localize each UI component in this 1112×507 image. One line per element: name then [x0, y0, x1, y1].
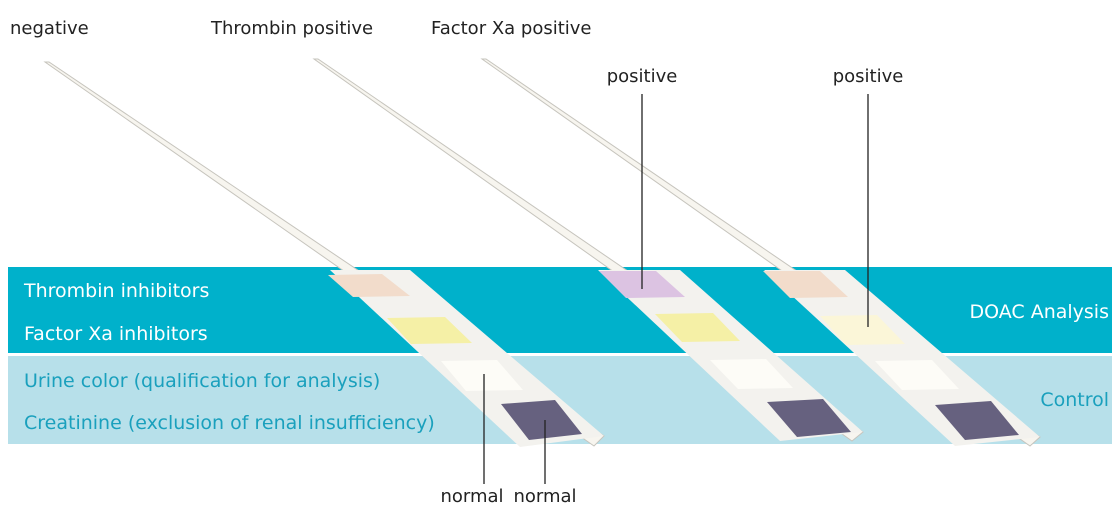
pad-urine-color	[710, 359, 793, 389]
control-band-title: Control	[1040, 389, 1109, 411]
strip-factor-xa-positive	[480, 58, 1041, 447]
pad-factor-xa	[387, 317, 472, 344]
strip-negative	[43, 61, 605, 447]
doac-row-thrombin-inhibitors: Thrombin inhibitors	[23, 280, 209, 302]
control-row-creatinine: Creatinine (exclusion of renal insuffici…	[24, 412, 435, 434]
strip-base	[764, 270, 1040, 446]
pad-creatinine	[935, 401, 1019, 440]
pad-thrombin	[763, 271, 848, 298]
label-positive-2: positive	[833, 66, 904, 87]
pad-creatinine	[767, 399, 851, 437]
pad-factor-xa	[655, 313, 740, 342]
label-factor-xa-positive: Factor Xa positive	[431, 18, 592, 39]
pad-thrombin	[328, 274, 410, 297]
label-positive-1: positive	[607, 66, 678, 87]
label-thrombin-positive: Thrombin positive	[210, 18, 373, 39]
pad-factor-xa	[820, 315, 905, 345]
control-row-urine-color: Urine color (qualification for analysis)	[24, 370, 380, 392]
strip-base	[598, 270, 863, 441]
doac-row-factor-xa-inhibitors: Factor Xa inhibitors	[24, 323, 208, 345]
doac-band-title: DOAC Analysis	[969, 301, 1109, 323]
pad-urine-color	[875, 360, 959, 390]
label-normal-1: normal	[440, 486, 503, 507]
pad-creatinine	[501, 400, 582, 440]
label-negative: negative	[10, 18, 89, 39]
strip-thrombin-positive	[312, 58, 864, 442]
label-normal-2: normal	[513, 486, 576, 507]
doac-band	[8, 267, 1112, 353]
pad-urine-color	[441, 360, 523, 391]
